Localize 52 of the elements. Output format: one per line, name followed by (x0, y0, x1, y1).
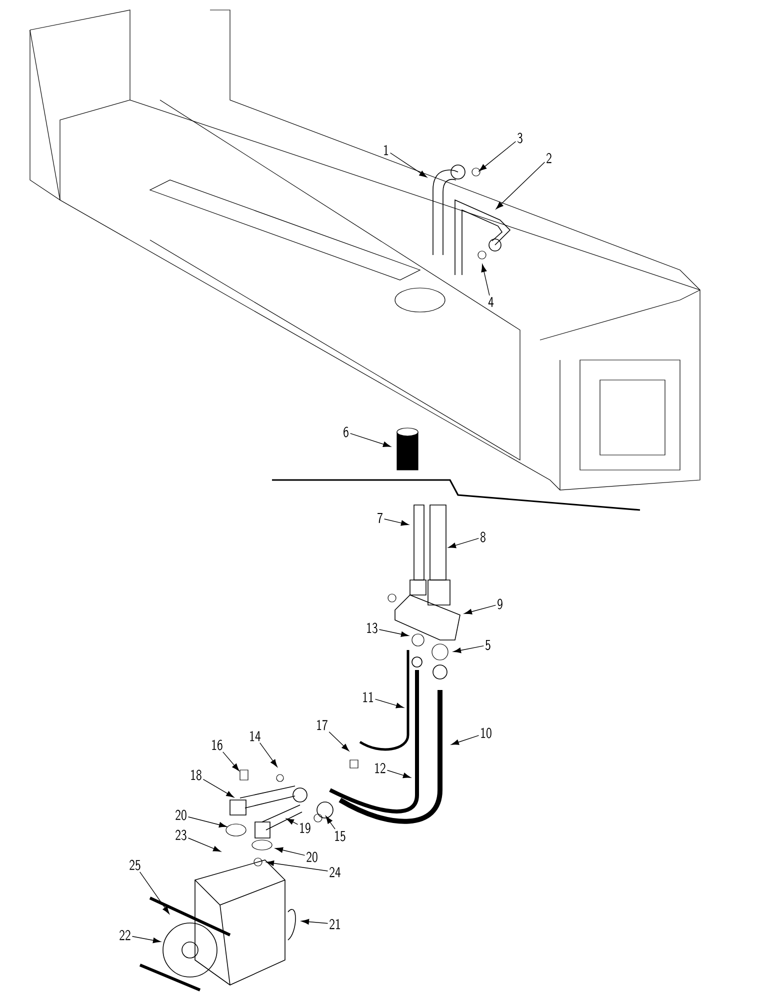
leader-line (448, 538, 480, 548)
callout-number: 9 (498, 598, 502, 610)
leader-line (453, 646, 484, 654)
leader-line (478, 141, 516, 172)
callout-number: 15 (335, 830, 346, 842)
leader-line (188, 838, 221, 852)
leader-line (350, 433, 391, 447)
callout-number: 1 (384, 144, 388, 156)
callout-number: 14 (250, 730, 261, 742)
callout-number: 3 (518, 132, 522, 144)
leader-line (266, 860, 328, 872)
callout-number: 5 (486, 640, 490, 650)
callout-number: 4 (488, 297, 494, 307)
callout-number: 6 (344, 426, 348, 438)
callout-number: 17 (317, 720, 328, 730)
callout-number: 20 (306, 852, 318, 862)
callout-number: 8 (480, 532, 486, 542)
callout-number: 16 (212, 740, 222, 750)
callout-number: 13 (367, 622, 378, 634)
leader-line (260, 742, 278, 768)
leader-line (374, 698, 404, 708)
callout-number: 18 (191, 770, 202, 780)
leader-line (386, 770, 411, 778)
leader-line (301, 918, 328, 924)
leader-line (222, 752, 240, 772)
leader-line (188, 816, 227, 828)
leader-line (384, 518, 409, 526)
leader-line (496, 162, 546, 210)
callout-number: 11 (363, 692, 373, 702)
leader-line (328, 732, 350, 752)
callout-number: 20 (176, 810, 186, 820)
callout-number: 19 (300, 822, 310, 834)
leader-line (378, 629, 409, 637)
callout-number: 24 (330, 866, 341, 878)
callout-number: 23 (176, 830, 186, 840)
leader-line (132, 936, 161, 944)
leader-line (202, 778, 234, 798)
leader-line (275, 847, 306, 856)
callout-number: 22 (120, 930, 130, 940)
callout-number: 10 (481, 728, 492, 738)
leader-line (481, 264, 490, 296)
callout-number: 2 (546, 152, 552, 164)
callout-number: 21 (330, 918, 340, 930)
leader-line (286, 818, 298, 825)
leader-line (451, 735, 480, 745)
leader-line (464, 604, 496, 614)
leader-line (326, 816, 336, 830)
callout-number: 25 (130, 860, 140, 870)
leader-line (140, 872, 170, 914)
callout-number: 12 (375, 762, 386, 774)
callout-number: 7 (378, 513, 382, 523)
leader-line (390, 152, 428, 178)
